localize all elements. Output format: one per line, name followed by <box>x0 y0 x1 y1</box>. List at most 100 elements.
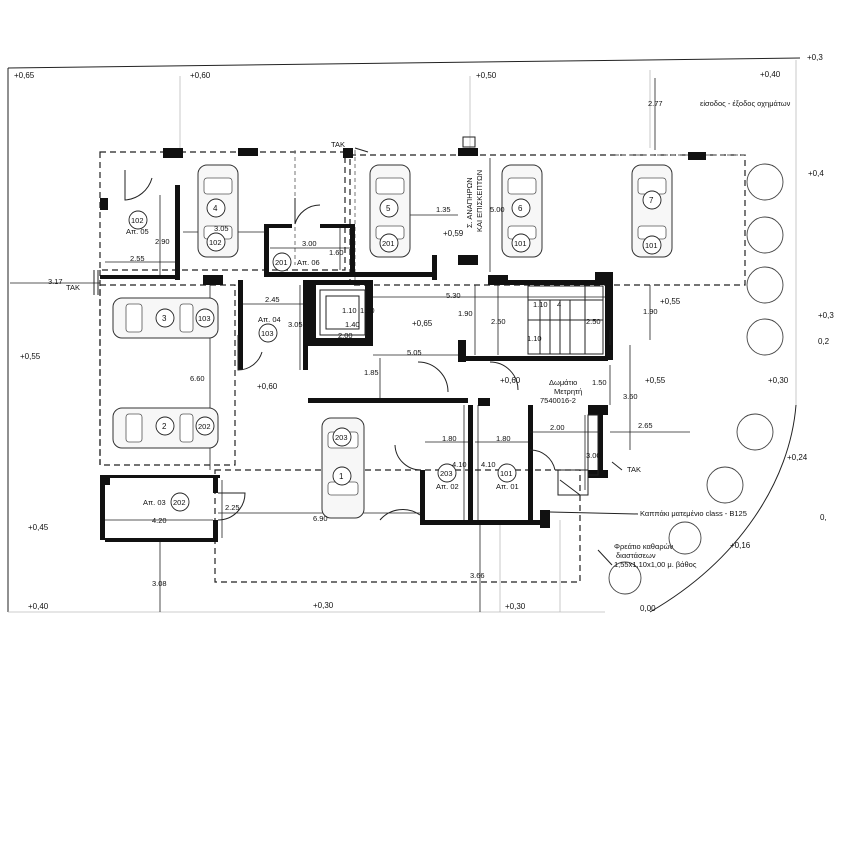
stair-label: 4 <box>557 300 561 309</box>
parking-numbers: 4 5 6 7 3 2 1 <box>162 196 654 481</box>
dimension: 3.00 <box>586 451 601 460</box>
parking-number: 5 <box>386 204 391 213</box>
tak-label: ΤΑΚ <box>331 140 345 149</box>
manhole-title: Φρεάτιο καθαρών <box>614 542 673 551</box>
meter-room-code: 7540016-2 <box>540 396 576 405</box>
dimension: 1.80 <box>442 434 457 443</box>
elevation-label: +0,65 <box>14 71 35 80</box>
meter-room-subtitle: Μετρητή <box>554 387 582 396</box>
parking-owner-labels: 102 201 101 101 103 202 203 <box>198 238 658 442</box>
manhole-dimensions: 1,55x1,10x1,00 μ. βάθος <box>614 560 697 569</box>
dimension: 2.00 <box>550 423 565 432</box>
dimension-lines <box>10 78 690 612</box>
apartment-name: Απ. 05 <box>126 227 149 236</box>
apartment-name: Απ. 02 <box>436 482 459 491</box>
walls <box>100 148 706 542</box>
manhole-subtitle: διαστάσεων <box>616 551 656 560</box>
elevation-label: +0,30 <box>313 601 334 610</box>
dimension: 2.77 <box>648 99 663 108</box>
dimension: 1.90 <box>360 306 375 315</box>
apartment-name: Απ. 06 <box>297 258 320 267</box>
elevation-label: +0,30 <box>768 376 789 385</box>
parking-owner: 102 <box>209 238 222 247</box>
dimension: 3.66 <box>470 571 485 580</box>
entrance-label: είσοδος - έξοδος οχημάτων <box>700 99 791 108</box>
elevation-label: +0,3 <box>818 311 834 320</box>
dimension: 2.55 <box>130 254 145 263</box>
parking-number: 7 <box>649 196 654 205</box>
dimension: 1.90 <box>458 309 473 318</box>
lift-shaft <box>319 289 366 336</box>
dimension: 2.25 <box>225 503 240 512</box>
visitor-parking-label: Σ. ΑΝΑΠΗΡΩΝ <box>465 177 474 228</box>
elevation-label: +0,24 <box>787 453 808 462</box>
elevation-label: +0,4 <box>808 169 824 178</box>
dimension: 2.50 <box>491 317 506 326</box>
dimension: 4.20 <box>152 516 167 525</box>
tak-label: ΤΑΚ <box>66 283 80 292</box>
car-7 <box>631 164 673 258</box>
dimension: 5.00 <box>490 205 505 214</box>
parking-owner: 201 <box>382 239 395 248</box>
dimension: 1.90 <box>643 307 658 316</box>
dimension: 2.45 <box>265 295 280 304</box>
parking-number: 3 <box>162 314 167 323</box>
dimension: 1.10 <box>527 334 542 343</box>
elevation-label: 0, <box>820 513 827 522</box>
elevation-label: +0,60 <box>190 71 211 80</box>
apartment-labels: 102 Απ. 05 201 Απ. 06 103 Απ. 04 202 Απ.… <box>126 216 519 507</box>
dimension: 3.05 <box>214 224 229 233</box>
elevation-label: +0,40 <box>760 70 781 79</box>
dimension: 2.90 <box>155 237 170 246</box>
door-swings <box>124 170 581 521</box>
elevation-label: 0,2 <box>818 337 830 346</box>
dimension: 3.60 <box>623 392 638 401</box>
dimension: 6.90 <box>313 514 328 523</box>
elevation-label: 0,00 <box>640 604 656 613</box>
dimension: 4.10 <box>452 460 467 469</box>
annotations: ΤΑΚ ΤΑΚ ΤΑΚ είσοδος - έξοδος οχημάτων Σ.… <box>66 99 791 569</box>
elevation-label: +0,55 <box>20 352 41 361</box>
meter-room-title: Δωμάτιο <box>549 378 577 387</box>
unit-circles <box>128 190 662 512</box>
site-boundary <box>7 57 801 613</box>
unit-number: 103 <box>261 329 274 338</box>
meter-room <box>557 414 599 496</box>
dimension: 1.85 <box>364 368 379 377</box>
dimension: 1.60 <box>329 248 344 257</box>
dimension: 1.10 <box>533 300 548 309</box>
parking-owner: 103 <box>198 314 211 323</box>
tak-label: ΤΑΚ <box>627 465 641 474</box>
visitor-parking-label: ΚΑΙ ΕΠΙΣΚΕΠΤΩΝ <box>475 170 484 232</box>
parking-owner: 203 <box>335 433 348 442</box>
staircase <box>527 285 604 355</box>
dimension: 5.30 <box>446 291 461 300</box>
elevation-label: +0,60 <box>257 382 278 391</box>
elevation-label: +0,55 <box>645 376 666 385</box>
dimension: 1.50 <box>592 378 607 387</box>
parking-owner: 101 <box>514 239 527 248</box>
elevation-label: +0,16 <box>730 541 751 550</box>
unit-number: 203 <box>440 469 453 478</box>
apartment-name: Απ. 01 <box>496 482 519 491</box>
dimension: 3.08 <box>152 579 167 588</box>
parking-number: 2 <box>162 422 167 431</box>
unit-number: 101 <box>500 469 513 478</box>
symbols <box>93 136 639 566</box>
elevation-label: +0,45 <box>28 523 49 532</box>
unit-number: 202 <box>173 498 186 507</box>
elevation-label: +0,60 <box>500 376 521 385</box>
cover-label: Καππάκι ματεμένιο class - B125 <box>640 509 747 518</box>
dimension: 1.80 <box>496 434 511 443</box>
dimension: 2.65 <box>638 421 653 430</box>
elevation-label: +0,55 <box>660 297 681 306</box>
dimension: 3.05 <box>288 320 303 329</box>
elevation-label: +0,40 <box>28 602 49 611</box>
elevation-label: +0,30 <box>505 602 526 611</box>
dimension: 6.60 <box>190 374 205 383</box>
dimension: 1.40 <box>345 320 360 329</box>
dimension: 4.10 <box>481 460 496 469</box>
elevation-marks: +0,65 +0,60 +0,50 +0,40 +0,3 +0,4 +0,55 … <box>14 53 834 613</box>
dimension: 3.17 <box>48 277 63 286</box>
